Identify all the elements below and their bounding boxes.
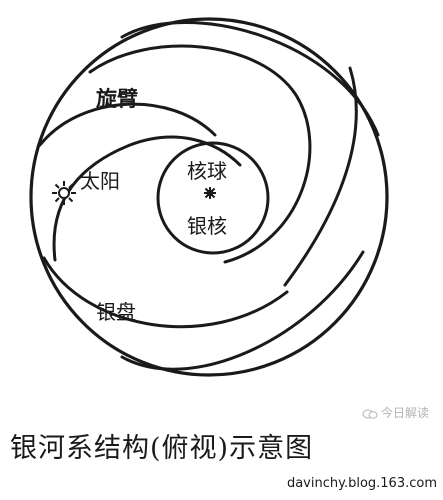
- spiral-arm-curve-6: [120, 250, 365, 371]
- spiral-arm-curve-4: [52, 135, 242, 262]
- spiral-arm-curve-2: [88, 44, 312, 264]
- sun-icon: [52, 181, 76, 205]
- spiral-arm-curve-7: [42, 256, 289, 329]
- galactic-disk-outline: [29, 17, 389, 377]
- spiral-arm-curve-3: [38, 102, 217, 147]
- galactic-nucleus-icon: [204, 187, 216, 199]
- wechat-icon: [362, 409, 378, 419]
- label-disk: 银盘: [96, 300, 136, 324]
- label-bulge: 核球: [187, 159, 227, 183]
- label-spiral-arm: 旋臂: [95, 87, 138, 111]
- bulge-outline: [156, 141, 270, 255]
- watermark-text: 今日解读: [380, 406, 429, 420]
- spiral-arm-curve-5: [283, 66, 358, 287]
- label-sun: 太阳: [80, 169, 120, 193]
- spiral-arm-curve-1: [120, 21, 380, 137]
- source-url: davinchy.blog.163.com: [286, 476, 437, 491]
- label-nucleus: 银核: [187, 214, 227, 238]
- figure-caption: 银河系结构(俯视)示意图: [10, 433, 314, 464]
- watermark: 今日解读: [362, 404, 429, 421]
